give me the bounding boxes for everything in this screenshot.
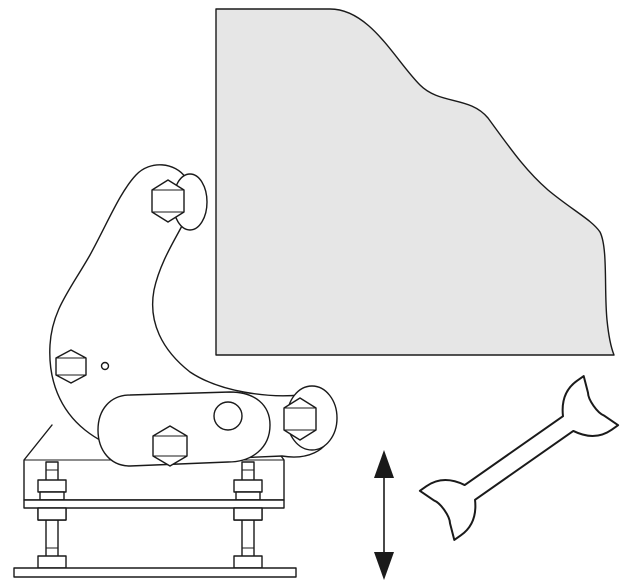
open-end-wrench-icon <box>418 375 620 541</box>
left-hex-bolt <box>55 349 87 384</box>
right-hex-bolt <box>283 397 317 441</box>
shaded-panel <box>215 8 615 356</box>
left-lower-nut <box>37 507 67 521</box>
slot-boss <box>213 401 243 431</box>
bottom-hex-bolt <box>152 425 188 467</box>
bottom-plate <box>13 567 297 578</box>
upper-plate <box>23 499 285 509</box>
vertical-double-arrow <box>374 450 394 580</box>
top-hex-bolt <box>151 179 185 223</box>
pivot-hole <box>100 361 110 371</box>
right-lower-nut <box>233 507 263 521</box>
